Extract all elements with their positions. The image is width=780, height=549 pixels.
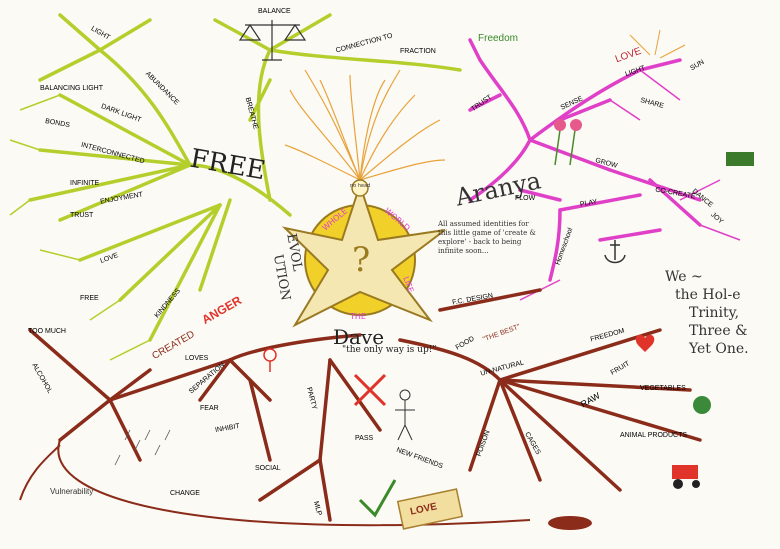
skeleton-icon [395,389,415,441]
aranya-label: Freedom [478,33,519,44]
dave-label: SOCIAL [255,465,281,472]
free-label: BALANCING LIGHT [40,85,104,92]
dave-label: LOVES [185,355,209,362]
star-word-4: THE [350,312,366,321]
center-caption: All assumed identities for this little g… [438,220,536,255]
grass-box-icon [726,152,754,166]
free-branch-lines [28,13,462,342]
center-star-figure [281,179,446,328]
sun-icon [629,29,686,59]
tractor-icon [672,465,700,489]
anger-venus-icon [263,348,277,372]
aranya-label: FLOW [515,195,536,202]
free-label: TRUST [70,212,94,219]
side-note-line: Three & [689,323,748,339]
anchor-icon [604,240,626,264]
side-note-line: We ~ [665,269,703,285]
dave-title: Dave [333,325,385,349]
green-tick-icon [358,479,397,518]
center-star [281,181,446,328]
aranya-branch-thin-lines [519,69,741,301]
hair-rays [284,69,446,181]
rain-icon [114,429,171,466]
head-circle [351,179,369,197]
free-label: BALANCE [258,8,291,15]
dave-label: PASS [355,435,374,442]
dave-label: FEAR [200,405,219,412]
watermelon-icon [693,396,711,414]
dave-label: TOO MUCH [28,328,66,335]
love-stamp-icon [396,488,464,530]
love-heart-icon [635,334,655,352]
side-note: We ~ the Hol-e Trinity, Three & Yet One. [665,268,777,358]
side-note-line: Trinity, [689,305,740,321]
free-label: FRACTION [400,48,436,55]
dave-branch-lines [28,288,702,522]
head-note: no head [350,183,371,189]
free-label: FREE [80,295,99,302]
side-note-line: Yet One. [689,341,749,357]
dave-label: Vulnerability [50,487,94,496]
dave-label: VEGETABLES [640,385,686,392]
scales-icon [238,20,307,61]
dave-label: ANIMAL PRODUCTS [620,432,688,439]
free-branch-thin-lines [9,94,151,361]
tulip-icon [554,119,582,166]
dave-slogan: "the only way is up!" [342,345,437,355]
red-cross-icon [353,373,387,407]
free-label: INFINITE [70,180,100,187]
center-question: ? [352,240,371,280]
dave-label: CHANGE [170,490,200,497]
aranya-branch-lines [468,38,702,282]
side-note-line: the Hol-e [675,287,741,303]
brown-pool-icon [548,516,592,530]
